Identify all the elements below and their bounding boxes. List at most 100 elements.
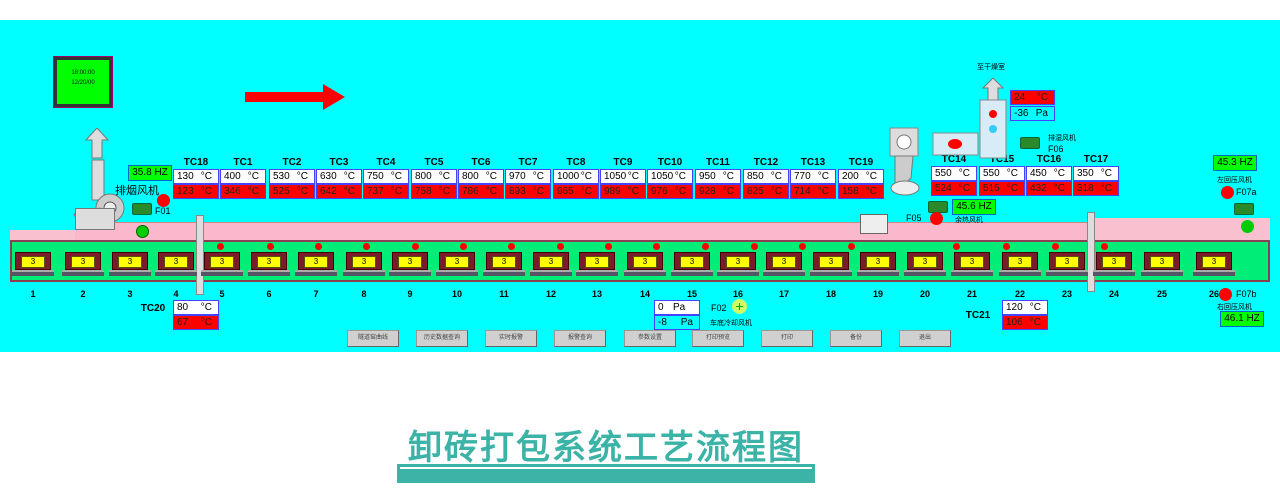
car-base bbox=[999, 270, 1041, 276]
tc-setpoint[interactable]: 130°C bbox=[173, 169, 219, 184]
tc-setpoint[interactable]: 950°C bbox=[695, 169, 741, 184]
tc-setpoint[interactable]: 770°C bbox=[790, 169, 836, 184]
car-load: 3 bbox=[304, 256, 328, 268]
f07b-status-lamp[interactable] bbox=[1219, 288, 1232, 301]
kiln-car[interactable]: 3 bbox=[62, 252, 104, 278]
car-base bbox=[12, 270, 54, 276]
kiln-car[interactable]: 3 bbox=[717, 252, 759, 278]
tc-setpoint[interactable]: 1050°C bbox=[600, 169, 646, 184]
kiln-car[interactable]: 3 bbox=[109, 252, 151, 278]
f05-status-lamp[interactable] bbox=[930, 212, 943, 225]
nav-button[interactable]: 实时报警 bbox=[485, 330, 537, 347]
thermocouple-point bbox=[702, 243, 709, 250]
f07a-label: 左回压风机 bbox=[1217, 177, 1252, 184]
nav-button[interactable]: 备份 bbox=[830, 330, 882, 347]
tc-label: TC7 bbox=[518, 157, 538, 168]
kiln-car[interactable]: 3 bbox=[857, 252, 899, 278]
car-base bbox=[389, 270, 431, 276]
f05-label: 余热风机 bbox=[955, 217, 983, 224]
kiln-car[interactable]: 3 bbox=[1141, 252, 1183, 278]
tc-setpoint[interactable]: 1050°C bbox=[647, 169, 693, 184]
kiln-car[interactable]: 3 bbox=[671, 252, 713, 278]
tc-setpoint[interactable]: 350°C bbox=[1073, 166, 1119, 181]
kiln-car[interactable]: 3 bbox=[436, 252, 478, 278]
tc-actual: 825°C bbox=[743, 184, 789, 199]
kiln-car[interactable]: 3 bbox=[763, 252, 805, 278]
tc-setpoint[interactable]: 850°C bbox=[743, 169, 789, 184]
clock-date: 12/20/00 bbox=[71, 80, 95, 86]
nav-button[interactable]: 打印 bbox=[761, 330, 813, 347]
kiln-car[interactable]: 3 bbox=[343, 252, 385, 278]
f07a-status-lamp[interactable] bbox=[1221, 186, 1234, 199]
kiln-car[interactable]: 3 bbox=[810, 252, 852, 278]
tc-setpoint[interactable]: 550°C bbox=[931, 166, 977, 181]
kiln-car[interactable]: 3 bbox=[389, 252, 431, 278]
kiln-car[interactable]: 3 bbox=[530, 252, 572, 278]
kiln-car[interactable]: 3 bbox=[624, 252, 666, 278]
tc-actual: 893°C bbox=[505, 184, 551, 199]
kiln-car[interactable]: 3 bbox=[155, 252, 197, 278]
unit: °C bbox=[817, 171, 829, 182]
tc-setpoint[interactable]: 630°C bbox=[316, 169, 362, 184]
tc-setpoint[interactable]: 450°C bbox=[1026, 166, 1072, 181]
nav-button[interactable]: 隧道窑曲线 bbox=[347, 330, 399, 347]
kiln-car[interactable]: 3 bbox=[999, 252, 1041, 278]
f01-fan-icon[interactable] bbox=[132, 203, 152, 215]
tc20-setpoint[interactable]: 80°C bbox=[173, 300, 219, 315]
kiln-car[interactable]: 3 bbox=[904, 252, 946, 278]
car-load: 3 bbox=[1202, 256, 1226, 268]
kiln-car[interactable]: 3 bbox=[483, 252, 525, 278]
tc-setpoint[interactable]: 400°C bbox=[220, 169, 266, 184]
kiln-car[interactable]: 3 bbox=[951, 252, 993, 278]
f02-id: F02 bbox=[711, 303, 727, 313]
value: 976 bbox=[651, 186, 668, 197]
kiln-car[interactable]: 3 bbox=[12, 252, 54, 278]
kiln-car[interactable]: 3 bbox=[1093, 252, 1135, 278]
tc-setpoint[interactable]: 530°C bbox=[269, 169, 315, 184]
f06-fan-icon[interactable] bbox=[1020, 137, 1040, 149]
f07a-fan-icon[interactable] bbox=[1234, 203, 1254, 215]
nav-button[interactable]: 退出 bbox=[899, 330, 951, 347]
nav-button[interactable]: 打印预览 bbox=[692, 330, 744, 347]
nav-button[interactable]: 参数设置 bbox=[624, 330, 676, 347]
thermocouple-point bbox=[1101, 243, 1108, 250]
tc-setpoint[interactable]: 550°C bbox=[979, 166, 1025, 181]
kiln-car[interactable]: 3 bbox=[201, 252, 243, 278]
position-number: 8 bbox=[361, 289, 367, 299]
tc-setpoint[interactable]: 1000°C bbox=[553, 169, 599, 184]
tc-actual: 123°C bbox=[173, 184, 219, 199]
kiln-car[interactable]: 3 bbox=[295, 252, 337, 278]
tc-label: TC11 bbox=[706, 157, 730, 168]
value: 786 bbox=[462, 186, 479, 197]
car-base bbox=[436, 270, 478, 276]
tc-label: TC9 bbox=[613, 157, 633, 168]
position-number: 5 bbox=[219, 289, 225, 299]
kiln-car[interactable]: 3 bbox=[576, 252, 618, 278]
f01-status-lamp[interactable] bbox=[157, 194, 170, 207]
car-load: 3 bbox=[352, 256, 376, 268]
nav-button[interactable]: 报警查询 bbox=[554, 330, 606, 347]
car-load: 3 bbox=[398, 256, 422, 268]
tc-setpoint[interactable]: 970°C bbox=[505, 169, 551, 184]
tc-setpoint[interactable]: 800°C bbox=[411, 169, 457, 184]
unit: °C bbox=[390, 171, 402, 182]
car-base bbox=[483, 270, 525, 276]
kiln-car[interactable]: 3 bbox=[248, 252, 290, 278]
value: 1000 bbox=[557, 171, 580, 182]
kiln-car[interactable]: 3 bbox=[1193, 252, 1235, 278]
thermocouple-point bbox=[217, 243, 224, 250]
unit: °C bbox=[485, 171, 497, 182]
entry-lamp[interactable] bbox=[136, 225, 149, 238]
tc-setpoint[interactable]: 750°C bbox=[363, 169, 409, 184]
tc21-setpoint[interactable]: 120°C bbox=[1002, 300, 1048, 315]
f02-fan-icon[interactable]: + bbox=[732, 299, 747, 314]
unit: °C bbox=[1053, 183, 1065, 194]
car-base bbox=[1141, 270, 1183, 276]
unit: Pa bbox=[680, 317, 693, 328]
kiln-car[interactable]: 3 bbox=[1046, 252, 1088, 278]
value: 1050 bbox=[604, 171, 627, 182]
nav-button[interactable]: 历史数据查询 bbox=[416, 330, 468, 347]
tc-setpoint[interactable]: 200°C bbox=[838, 169, 884, 184]
tc-setpoint[interactable]: 800°C bbox=[458, 169, 504, 184]
